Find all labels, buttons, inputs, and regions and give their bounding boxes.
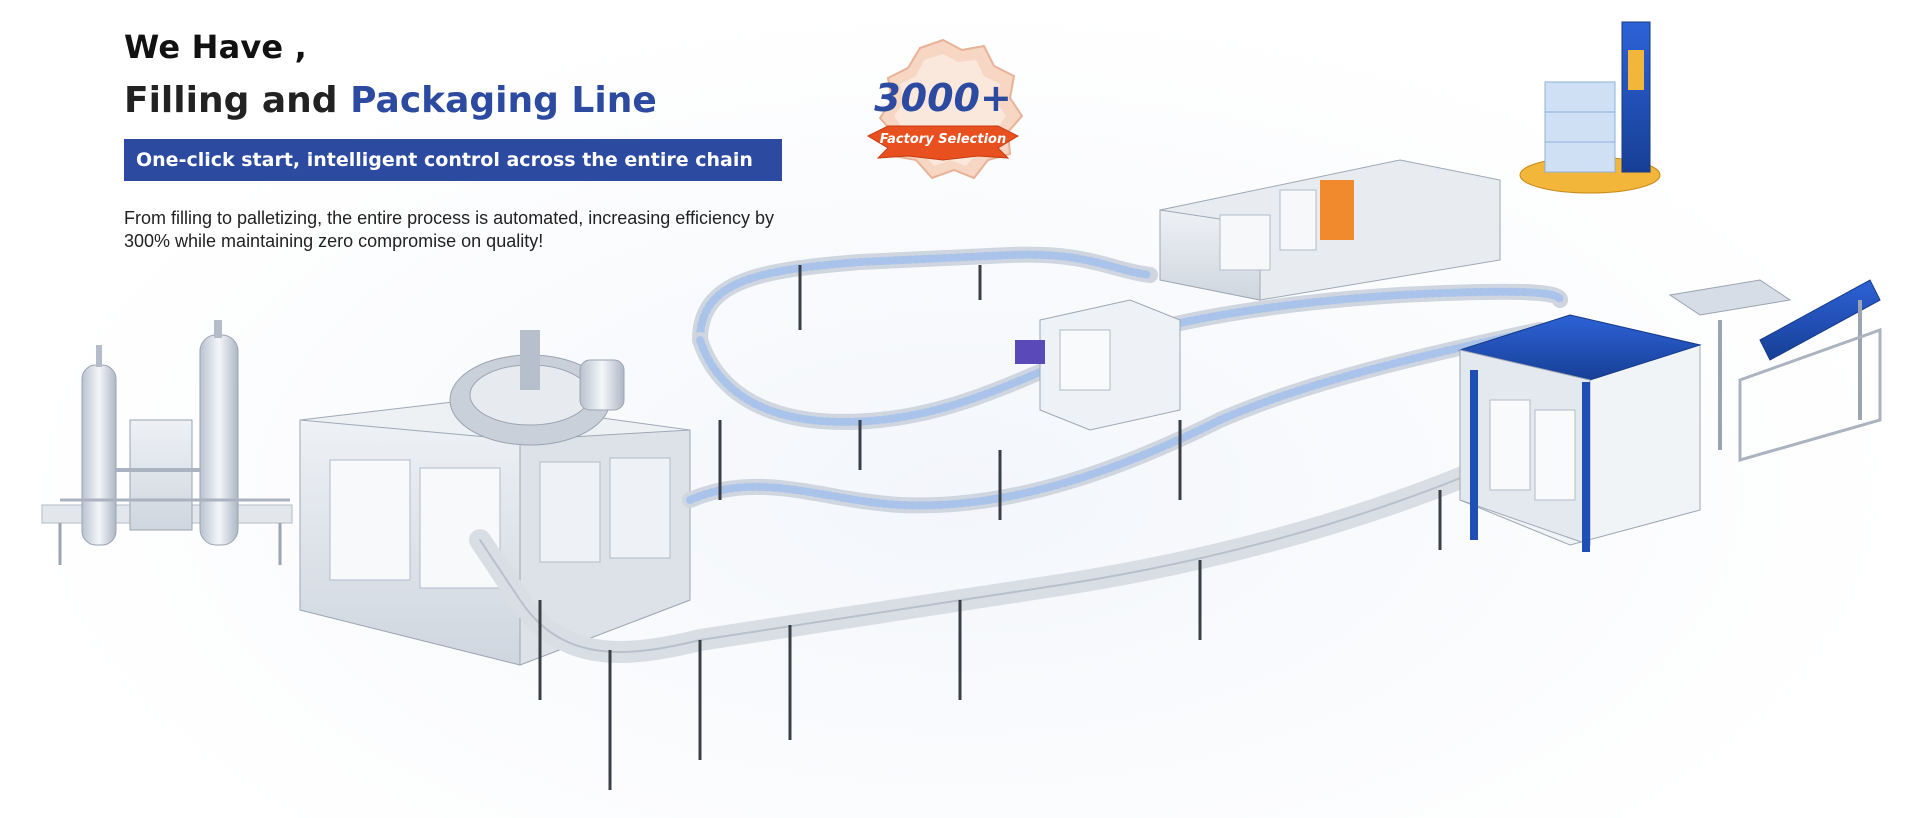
badge-label: Factory Selection xyxy=(879,132,1007,147)
case-packer xyxy=(1458,314,1702,552)
hero-text-block: We Have , Filling and Packaging Line One… xyxy=(124,28,824,253)
bottle-unscrambler xyxy=(1668,279,1882,462)
title-part1: Filling and xyxy=(124,80,351,121)
pre-title: We Have , xyxy=(124,28,308,66)
badge-seal-icon xyxy=(866,38,1024,180)
filling-machine xyxy=(299,330,691,666)
page-title: Filling and Packaging Line xyxy=(124,80,824,121)
water-treatment-unit xyxy=(41,320,293,565)
title-accent: Packaging Line xyxy=(350,80,657,121)
labeling-machine xyxy=(1015,299,1181,431)
pallet-wrapper xyxy=(1519,21,1661,194)
badge-number: 3000+ xyxy=(874,76,1012,120)
tagline-banner: One-click start, intelligent control acr… xyxy=(124,139,782,181)
factory-selection-badge: 3000+ Factory Selection xyxy=(858,36,1028,186)
conveyor-supports xyxy=(538,265,1442,790)
hero-description: From filling to palletizing, the entire … xyxy=(124,208,774,251)
shrink-wrap-machine xyxy=(1159,159,1501,301)
